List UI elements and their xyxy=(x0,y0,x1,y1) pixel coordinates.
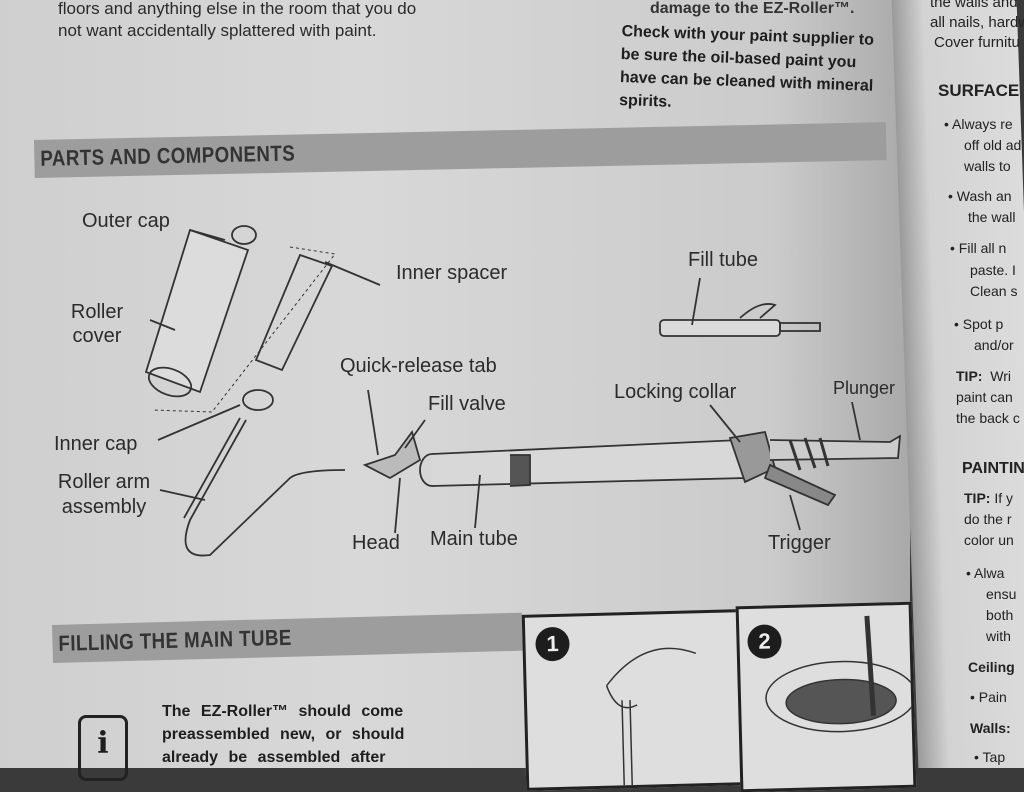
label-outer-cap: Outer cap xyxy=(82,210,170,232)
text-line: Always re xyxy=(952,116,1013,132)
text-line: all nails, hardw xyxy=(930,14,1024,31)
intro-line: floors and anything else in the room tha… xyxy=(58,0,417,18)
fill-tube-drawing xyxy=(659,319,781,337)
tip-label: TIP: xyxy=(964,490,991,506)
text-line: Alwa xyxy=(974,565,1005,581)
text-line: Wri xyxy=(990,368,1011,384)
text-line: the wall xyxy=(968,209,1016,225)
intro-text: floors and anything else in the room tha… xyxy=(58,0,416,42)
parts-diagram xyxy=(146,225,902,557)
tip-label: TIP: xyxy=(956,368,983,384)
text-line: off old ad xyxy=(964,137,1022,153)
label-fill-valve: Fill valve xyxy=(428,393,506,415)
right-page-text: the walls and all nails, hardw Cover fur… xyxy=(930,0,1024,772)
label-roller-arm-assembly: Roller arm assembly xyxy=(57,471,151,518)
text-line: If y xyxy=(994,490,1014,506)
text-line: Cover furnitu xyxy=(934,34,1020,51)
text-line: Wash an xyxy=(956,188,1012,204)
text-line: the back c xyxy=(956,410,1020,426)
walls-label: Walls: xyxy=(970,720,1011,736)
step-1-panel: 1 xyxy=(521,609,745,791)
text-line: Clean s xyxy=(970,283,1018,299)
text-line: and/or xyxy=(974,337,1014,353)
inner-cap-drawing xyxy=(242,389,274,411)
note-line: preassembled new, or should xyxy=(162,726,405,743)
text-line: do the r xyxy=(964,511,1012,527)
text-line: both xyxy=(986,607,1014,623)
text-line: paste. I xyxy=(970,262,1016,278)
text-line: Pain xyxy=(978,689,1007,705)
filling-note: The EZ-Roller™ should come preassembled … xyxy=(162,700,404,769)
text-line: Spot p xyxy=(962,316,1004,332)
note-line: already be assembled after xyxy=(162,749,386,766)
text-line: the walls and xyxy=(930,0,1018,11)
inner-spacer-drawing xyxy=(254,253,334,372)
surface-prep-heading: SURFACE PR xyxy=(938,81,1024,100)
label-plunger: Plunger xyxy=(833,378,896,398)
label-trigger: Trigger xyxy=(768,532,831,554)
note-line: The EZ-Roller™ should come xyxy=(162,703,404,720)
label-inner-cap: Inner cap xyxy=(54,433,138,455)
label-quick-release-tab: Quick-release tab xyxy=(340,355,497,377)
intro-line: not want accidentally splattered with pa… xyxy=(58,21,377,40)
text-line: Tap xyxy=(982,749,1006,765)
text-line: walls to xyxy=(964,158,1011,174)
ceiling-label: Ceiling xyxy=(968,659,1015,675)
label-fill-tube: Fill tube xyxy=(688,249,759,271)
label-head: Head xyxy=(352,532,400,554)
label-roller-cover: Roller cover xyxy=(70,301,124,347)
plunger-drawing xyxy=(769,434,902,461)
text-line: with xyxy=(986,628,1011,644)
caution-partial-line: damage to the EZ-Roller™. xyxy=(650,0,855,17)
head-drawing xyxy=(362,429,422,480)
label-locking-collar: Locking collar xyxy=(614,381,737,403)
text-line: paint can xyxy=(956,389,1013,405)
filling-heading: FILLING THE MAIN TUBE xyxy=(58,624,293,656)
text-line: color un xyxy=(964,532,1014,548)
hand-fill-tube-illustration xyxy=(605,647,697,786)
text-line: ensu xyxy=(986,586,1017,602)
trigger-drawing xyxy=(763,463,837,507)
text-line: Fill all n xyxy=(958,240,1007,256)
painting-heading: PAINTIN xyxy=(962,460,1024,477)
label-main-tube: Main tube xyxy=(430,528,518,550)
roller-arm-drawing xyxy=(184,419,346,557)
info-icon: i xyxy=(78,715,128,781)
step-2-panel: 2 xyxy=(735,601,917,792)
outer-cap-drawing xyxy=(231,225,257,245)
paint-can-illustration xyxy=(765,615,914,733)
label-inner-spacer: Inner spacer xyxy=(396,262,508,284)
